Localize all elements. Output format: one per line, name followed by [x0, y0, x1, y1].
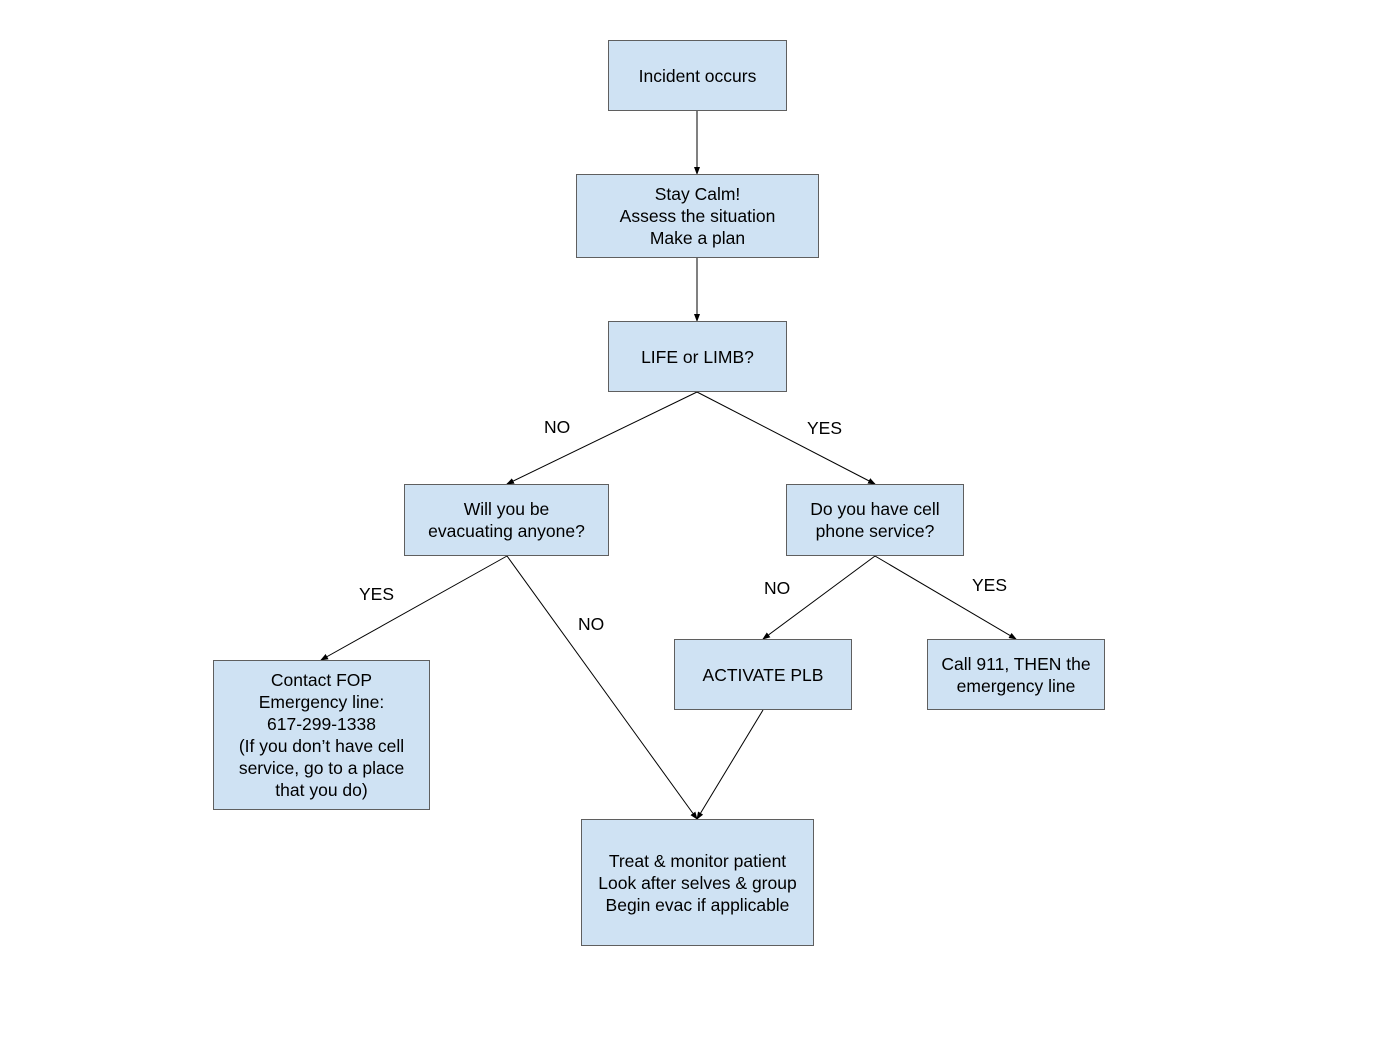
contact-fop-box: Contact FOP Emergency line: 617-299-1338…	[213, 660, 430, 810]
assess-situation-text: Stay Calm! Assess the situation Make a p…	[619, 184, 776, 248]
edge-evacuating-yes	[320, 555, 508, 661]
evacuating-question-text: Will you be evacuating anyone?	[428, 499, 585, 541]
cell-service-question-text: Do you have cell phone service?	[810, 499, 940, 541]
activate-plb-text: ACTIVATE PLB	[702, 664, 824, 685]
cell-no-label: NO	[764, 578, 791, 598]
edge-life-limb-no	[506, 391, 698, 485]
contact-fop-text: Contact FOP Emergency line: 617-299-1338…	[238, 670, 405, 800]
life-or-limb-text: LIFE or LIMB?	[641, 346, 754, 367]
edge-cell-no	[762, 555, 876, 640]
evacuating-yes-label: YES	[359, 584, 395, 604]
evacuating-question-box: Will you be evacuating anyone?	[404, 484, 609, 556]
assess-situation-box: Stay Calm! Assess the situation Make a p…	[576, 174, 819, 258]
edge-evacuating-no	[506, 555, 698, 820]
incident-occurs-box: Incident occurs	[608, 40, 787, 111]
edge-life-limb-yes	[696, 391, 876, 485]
call-911-text: Call 911, THEN the emergency line	[941, 653, 1091, 696]
treat-monitor-box: Treat & monitor patient Look after selve…	[581, 819, 814, 946]
incident-occurs-text: Incident occurs	[638, 65, 757, 86]
activate-plb-box: ACTIVATE PLB	[674, 639, 852, 710]
life-limb-yes-label: YES	[807, 418, 843, 438]
edge-cell-yes	[874, 555, 1017, 640]
treat-monitor-text: Treat & monitor patient Look after selve…	[598, 850, 797, 915]
call-911-box: Call 911, THEN the emergency line	[927, 639, 1105, 710]
cell-service-question-box: Do you have cell phone service?	[786, 484, 964, 556]
life-limb-no-label: NO	[544, 417, 571, 437]
cell-yes-label: YES	[972, 575, 1008, 595]
edge-plb-to-treat	[696, 709, 764, 820]
life-or-limb-box: LIFE or LIMB?	[608, 321, 787, 392]
evacuating-no-label: NO	[578, 614, 605, 634]
